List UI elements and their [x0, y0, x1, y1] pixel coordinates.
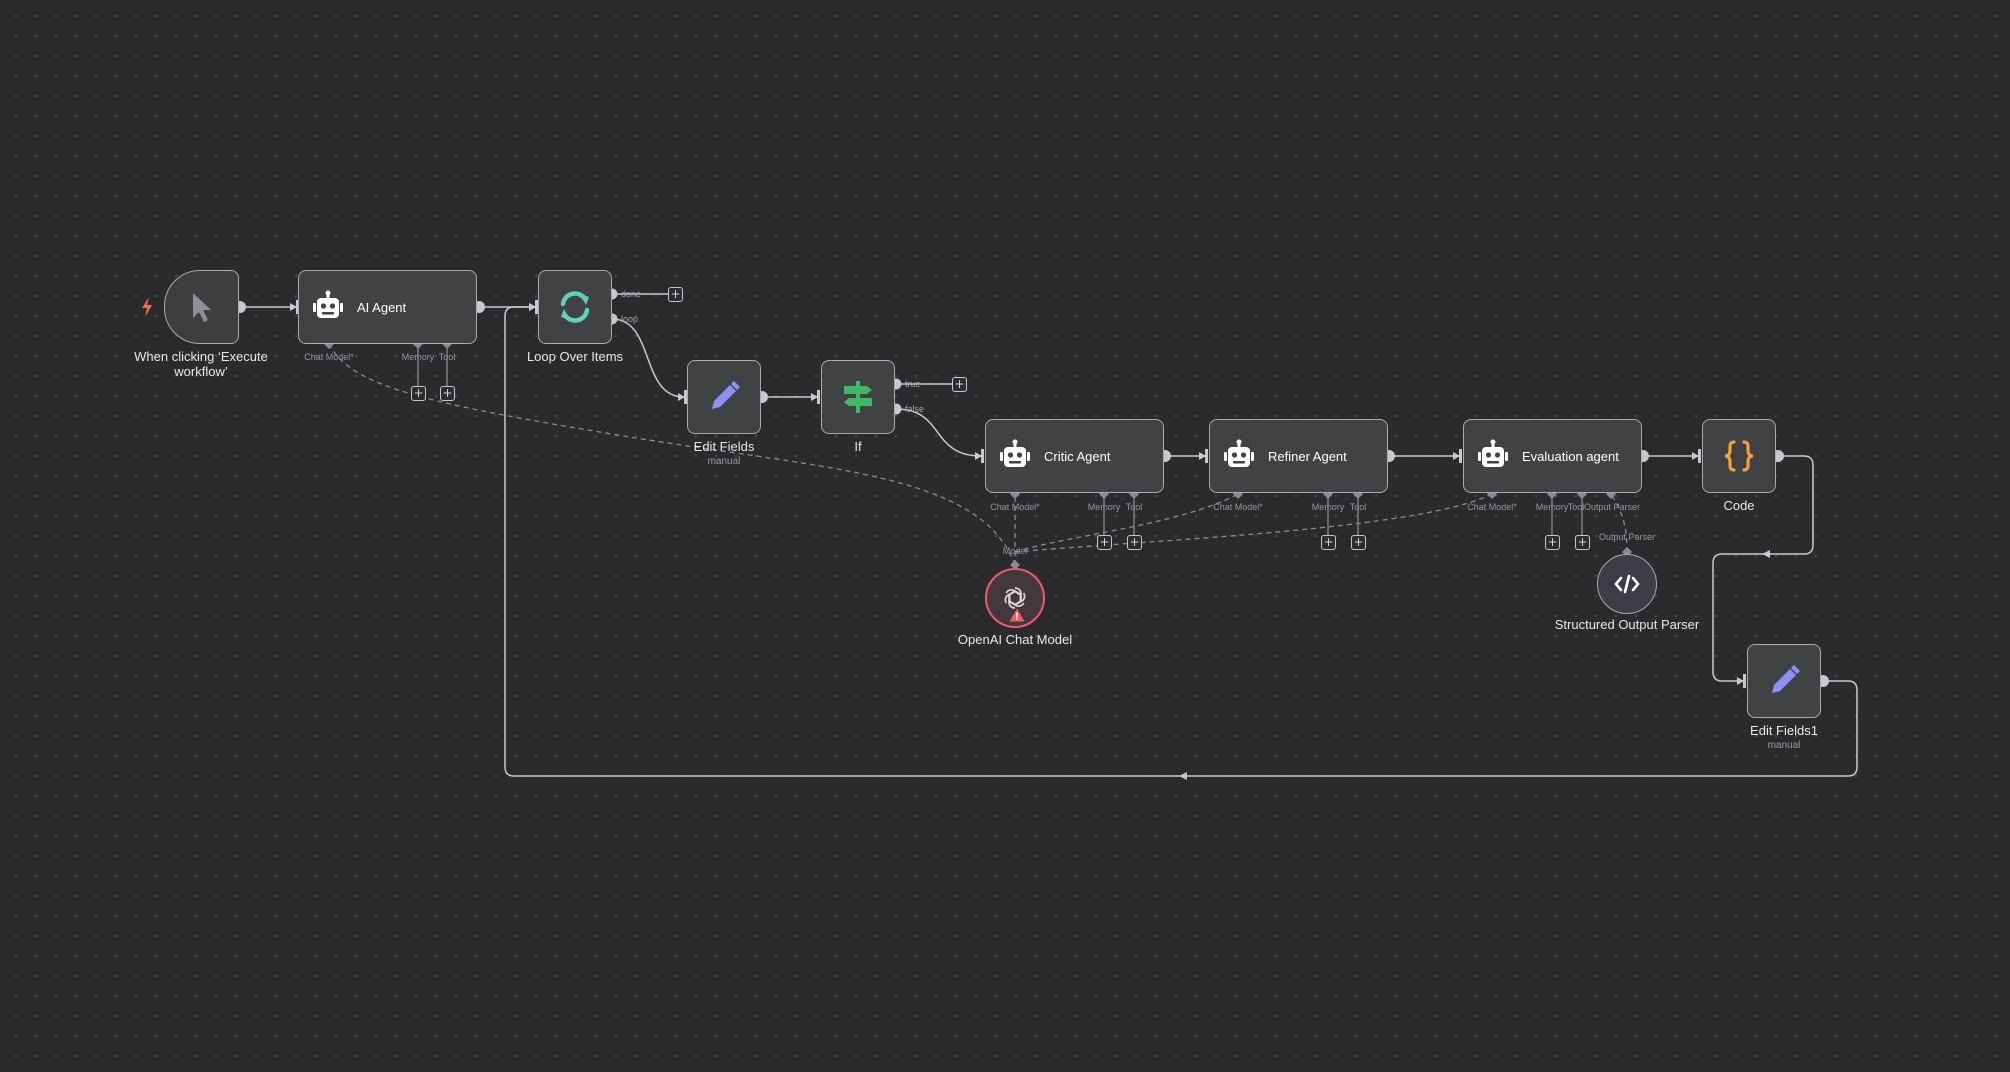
refiner-agent-label: Refiner Agent — [1268, 448, 1347, 464]
robot-icon — [313, 290, 343, 318]
refiner-memory-port: Memory — [1311, 502, 1345, 512]
edit-fields-title: Edit Fields — [693, 439, 755, 454]
ai-agent-memory-port: Memory — [401, 352, 435, 362]
curly-braces-icon — [1724, 440, 1754, 472]
loop-done-label: done — [621, 289, 642, 299]
signpost-icon — [844, 381, 872, 413]
evaluation-chat-model-port: Chat Model* — [1467, 502, 1517, 512]
ai-agent-tool-port: Tool — [438, 352, 456, 362]
robot-icon — [1000, 439, 1030, 467]
evaluation-agent-label: Evaluation agent — [1522, 448, 1619, 464]
pencil-icon — [1772, 665, 1800, 693]
code-title: Code — [1723, 498, 1755, 513]
if-title: If — [854, 439, 862, 454]
edge-model-evaluation[interactable] — [1014, 493, 1493, 553]
robot-icon — [1478, 439, 1508, 467]
critic-memory-port: Memory — [1087, 502, 1121, 512]
loop-title: Loop Over Items — [526, 349, 624, 364]
if-false-label: false — [905, 404, 925, 414]
if-true-label: true — [905, 379, 921, 389]
code-icon — [1614, 574, 1640, 594]
ai-agent-label: AI Agent — [357, 299, 407, 315]
ai-agent-add-tool-button[interactable]: + — [440, 386, 455, 401]
openai-title: OpenAI Chat Model — [957, 632, 1073, 647]
loop-over-items-node[interactable] — [538, 270, 612, 344]
evaluation-memory-port: Memory — [1535, 502, 1569, 512]
edge-model-ai-agent[interactable] — [328, 343, 1016, 566]
openai-model-port: Model — [1002, 546, 1028, 556]
refiner-add-tool-button[interactable]: + — [1351, 535, 1366, 550]
if-node[interactable] — [821, 360, 895, 434]
critic-add-tool-button[interactable]: + — [1127, 535, 1142, 550]
ai-agent-add-memory-button[interactable]: + — [411, 386, 426, 401]
evaluation-agent-node[interactable]: Evaluation agent — [1463, 419, 1642, 493]
refiner-tool-port: Tool — [1349, 502, 1367, 512]
edge-loop-edit-fields[interactable] — [611, 318, 685, 401]
refiner-add-memory-button[interactable]: + — [1321, 535, 1336, 550]
edit-fields1-title: Edit Fields1 — [1750, 723, 1818, 738]
edge-parser-evaluation[interactable] — [1610, 493, 1628, 553]
robot-icon — [1224, 439, 1254, 467]
critic-agent-label: Critic Agent — [1044, 448, 1111, 464]
evaluation-add-tool-button[interactable]: + — [1575, 535, 1590, 550]
evaluation-output-parser-port: Output Parser — [1583, 502, 1641, 512]
ai-agent-node[interactable]: AI Agent — [298, 270, 477, 344]
edit-fields1-subtitle: manual — [1767, 740, 1801, 751]
ai-agent-chat-model-port: Chat Model* — [304, 352, 354, 362]
trigger-node[interactable] — [164, 270, 239, 344]
trigger-bolt-icon — [142, 297, 152, 317]
edge-model-refiner[interactable] — [1014, 493, 1239, 553]
critic-chat-model-port: Chat Model* — [990, 502, 1040, 512]
structured-output-parser-node[interactable] — [1597, 554, 1657, 614]
critic-tool-port: Tool — [1125, 502, 1143, 512]
loop-loop-label: loop — [621, 314, 639, 324]
openai-logo-icon — [1004, 587, 1026, 609]
warning-icon — [1009, 608, 1025, 622]
if-true-add-button[interactable]: + — [952, 377, 967, 392]
refiner-agent-node[interactable]: Refiner Agent — [1209, 419, 1388, 493]
code-node[interactable] — [1702, 419, 1776, 493]
evaluation-tool-port: Tool — [1567, 502, 1585, 512]
loop-done-add-button[interactable]: + — [668, 287, 683, 302]
critic-agent-node[interactable]: Critic Agent — [985, 419, 1164, 493]
parser-output-port: Output Parser — [1598, 532, 1656, 542]
critic-add-memory-button[interactable]: + — [1097, 535, 1112, 550]
refiner-chat-model-port: Chat Model* — [1213, 502, 1263, 512]
trigger-title: When clicking ‘Execute workflow’ — [134, 349, 268, 379]
edit-fields1-node[interactable] — [1747, 644, 1821, 718]
edge-code-midarrow — [1762, 550, 1770, 558]
edge-return-midarrow — [1179, 772, 1187, 780]
parser-title: Structured Output Parser — [1554, 617, 1700, 632]
edit-fields-node[interactable] — [687, 360, 761, 434]
pencil-icon — [712, 381, 740, 409]
evaluation-add-memory-button[interactable]: + — [1545, 535, 1560, 550]
edit-fields-subtitle: manual — [707, 456, 741, 467]
openai-chat-model-node[interactable] — [985, 568, 1045, 628]
mouse-pointer-icon — [192, 293, 211, 322]
edge-if-critic[interactable] — [895, 408, 982, 460]
sync-icon — [560, 291, 590, 323]
